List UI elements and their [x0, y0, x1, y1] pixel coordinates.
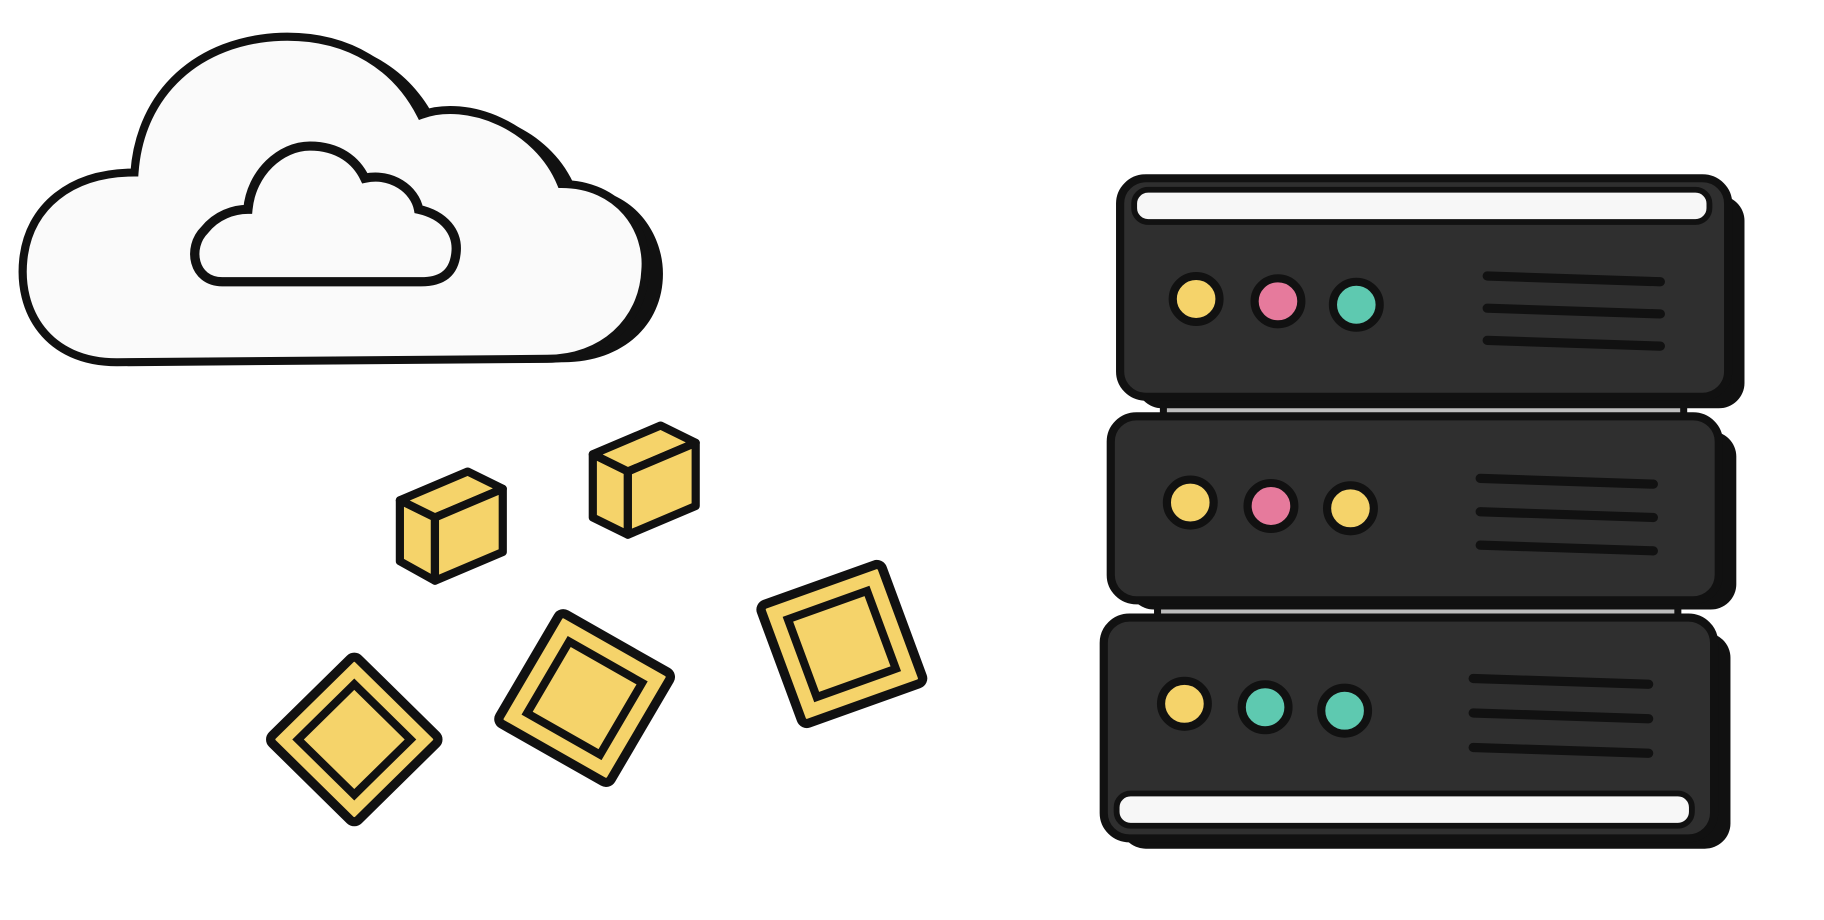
server-unit	[1106, 412, 1737, 610]
box-right	[623, 438, 700, 539]
chip-inner	[292, 678, 417, 801]
vent-lines	[1468, 271, 1665, 758]
server-unit-body	[1106, 412, 1723, 605]
box-left	[395, 496, 440, 585]
status-led-icon	[1243, 478, 1299, 534]
status-led-icon	[1237, 680, 1293, 735]
vent-line	[1482, 303, 1665, 319]
chip-icon	[266, 652, 443, 827]
vent-line	[1482, 271, 1665, 287]
chip-icon	[494, 609, 675, 787]
status-led-icon	[1162, 475, 1218, 530]
vent-line	[1482, 335, 1665, 351]
vent-line	[1468, 708, 1654, 724]
server-bottom-strip	[1113, 790, 1695, 829]
status-led-icon	[1168, 271, 1224, 327]
package-box-icon	[588, 421, 700, 539]
package-box-icon	[395, 467, 507, 585]
cloud-inner-outline	[190, 141, 461, 287]
vent-line	[1475, 507, 1658, 523]
cloud-icon	[18, 32, 663, 367]
server-top-strip	[1131, 186, 1713, 225]
vent-line	[1468, 742, 1654, 758]
server-leds	[1156, 271, 1384, 738]
vent-line	[1475, 473, 1658, 489]
server-unit	[1116, 174, 1745, 409]
chip-icon	[756, 559, 928, 729]
status-led-icon	[1328, 277, 1384, 332]
status-led-icon	[1250, 274, 1306, 329]
server-unit	[1099, 613, 1731, 849]
status-led-icon	[1156, 676, 1212, 731]
status-led-icon	[1317, 683, 1373, 738]
box-right	[430, 484, 507, 585]
box-left	[588, 450, 632, 539]
cloud-outer	[18, 32, 650, 367]
server-rack-icon	[1099, 174, 1745, 849]
server-unit-body	[1099, 613, 1719, 843]
chip-inner	[782, 585, 902, 703]
chip-inner	[521, 635, 648, 761]
vent-line	[1475, 540, 1658, 556]
vent-line	[1468, 673, 1654, 689]
status-led-icon	[1322, 481, 1378, 536]
